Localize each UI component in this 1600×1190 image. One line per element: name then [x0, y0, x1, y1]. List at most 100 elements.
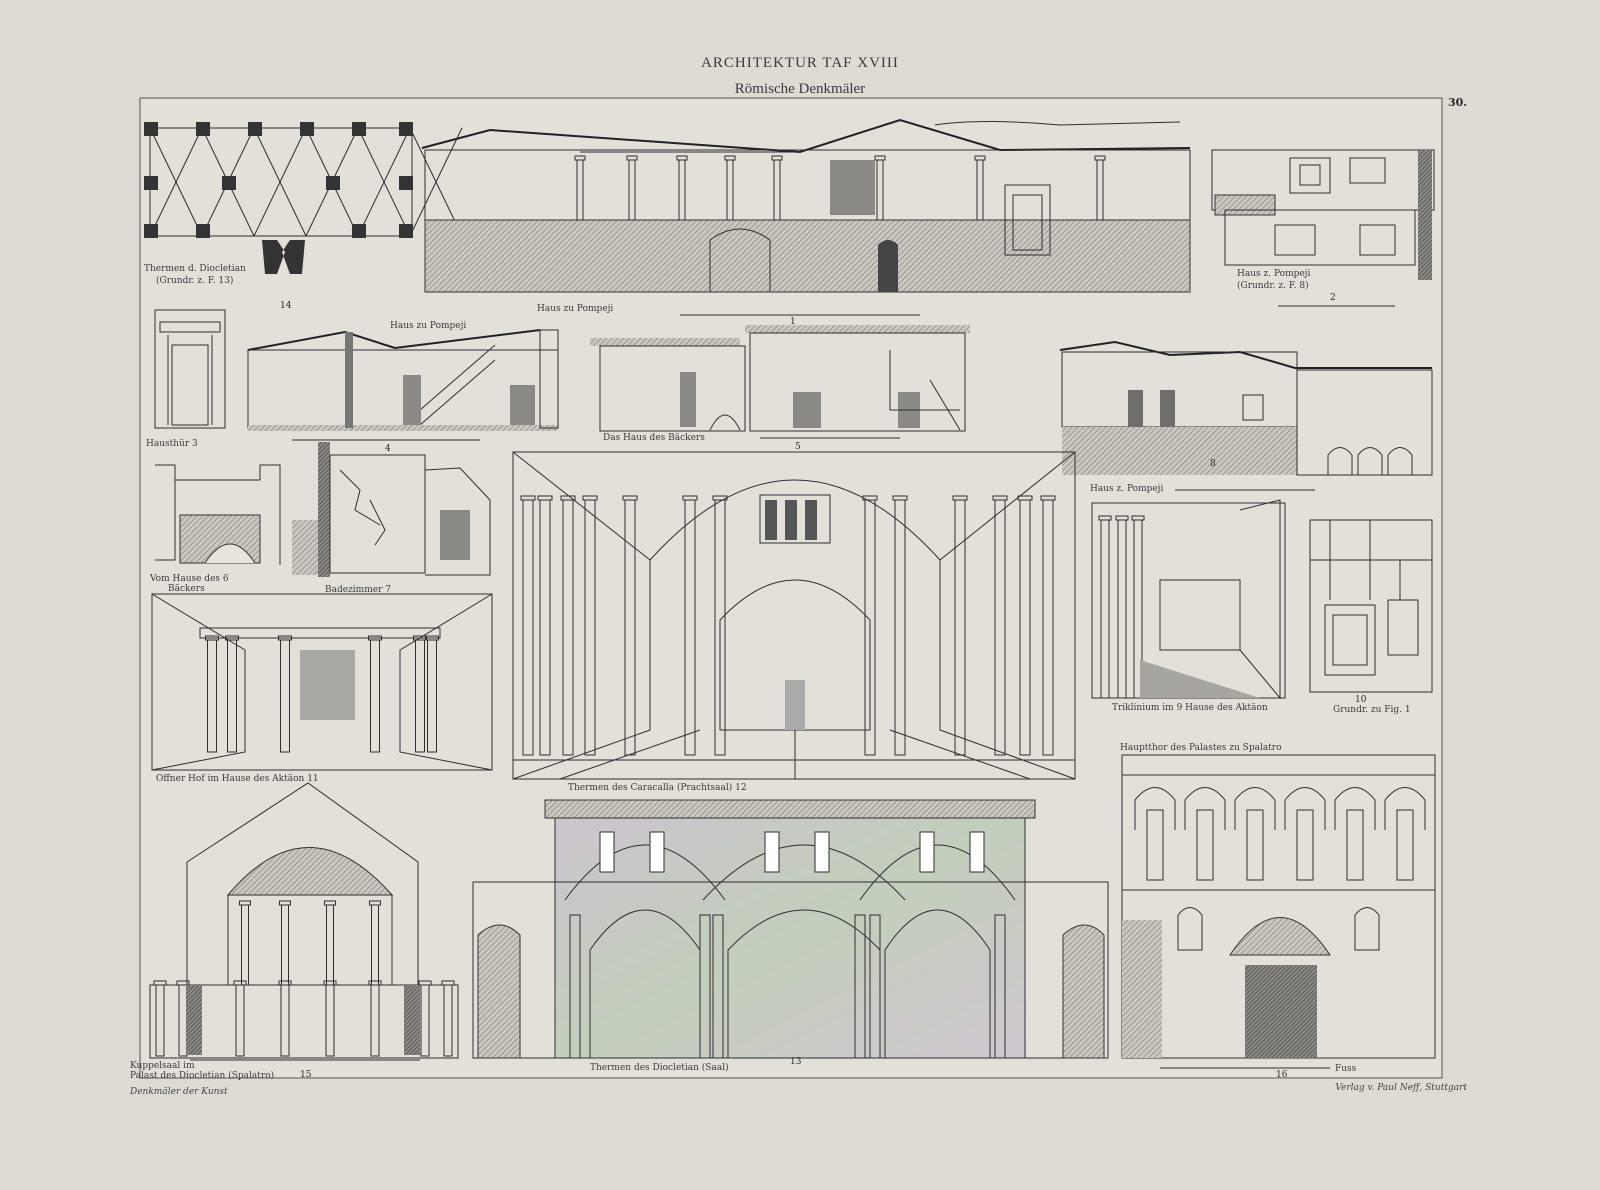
- column-capital: [992, 495, 1008, 501]
- caption: Kuppelsaal im: [130, 1061, 195, 1071]
- column-capital: [582, 495, 598, 501]
- pier: [399, 224, 413, 238]
- column-capital: [537, 495, 553, 501]
- arch: [1284, 787, 1326, 830]
- column-capital: [676, 155, 688, 161]
- column-capital: [1040, 495, 1056, 501]
- column-capital: [724, 155, 736, 161]
- caption: Haus zu Pompeji: [537, 304, 613, 314]
- window: [814, 831, 830, 873]
- figure-12-thermen-des-caracalla: Thermen des Caracalla (Prachtsaal) 12: [512, 451, 1076, 793]
- window: [764, 831, 780, 873]
- caption: Haus z. Pompeji: [1237, 269, 1310, 279]
- column-capital: [413, 635, 427, 641]
- column-capital: [279, 900, 291, 906]
- window: [969, 831, 985, 873]
- pier: [300, 122, 314, 136]
- caption: Das Haus des Bäckers: [603, 433, 705, 443]
- pier: [248, 122, 262, 136]
- grid-line: [409, 127, 463, 237]
- caption: Badezimmer 7: [325, 585, 391, 595]
- caption: Triklinium im 9 Hause des Aktäon: [1112, 703, 1268, 713]
- column-capital: [771, 155, 783, 161]
- plate-title: ARCHITEKTUR TAF XVIII: [701, 55, 899, 71]
- pier: [196, 122, 210, 136]
- figure-9-triklinium: Triklinium im 9 Hause des Aktäon: [1091, 499, 1286, 713]
- arch: [1384, 787, 1426, 830]
- caption: Thermen des Caracalla (Prachtsaal) 12: [568, 782, 747, 793]
- arch: [589, 909, 701, 1058]
- column-capital: [441, 980, 455, 986]
- column: [699, 914, 711, 1059]
- figure-number: 5: [795, 442, 801, 452]
- window: [599, 831, 615, 873]
- caption: Hausthür 3: [146, 439, 198, 449]
- column-capital: [153, 980, 167, 986]
- window: [919, 831, 935, 873]
- figure-6-vom-hause-des-baeckers: Vom Hause des 6 Bäckers: [149, 464, 281, 594]
- figure-number: 16: [1276, 1070, 1288, 1080]
- figure-number: 13: [790, 1057, 802, 1067]
- column: [712, 914, 724, 1059]
- figure-10-grundriss: 10 Grundr. zu Fig. 1: [1309, 519, 1433, 715]
- column: [854, 914, 866, 1059]
- column: [994, 914, 1006, 1059]
- page-number: 30.: [1448, 96, 1467, 109]
- figure-13-thermen-des-diocletian: Thermen des Diocletian (Saal) 13: [472, 799, 1109, 1073]
- column-capital: [560, 495, 576, 501]
- column-capital: [1098, 515, 1112, 521]
- figure-number: 15: [300, 1070, 312, 1080]
- caption: (Grundr. z. F. 8): [1237, 280, 1309, 291]
- figure-8-haus-section: 8 Haus z. Pompeji: [1059, 340, 1433, 494]
- caption: Haus zu Pompeji: [390, 321, 466, 331]
- footer-right: Verlag v. Paul Neff, Stuttgart: [1335, 1083, 1467, 1093]
- pier: [352, 224, 366, 238]
- column-capital: [425, 635, 439, 641]
- arch: [1134, 787, 1176, 830]
- upper-arch: [859, 844, 1016, 901]
- arch: [1334, 787, 1376, 830]
- column-capital: [225, 635, 239, 641]
- niche: [1196, 809, 1214, 881]
- figure-16-hauptthor: Hauptthor des Palastes zu Spalatro Fuss …: [1120, 743, 1436, 1080]
- column-capital: [520, 495, 536, 501]
- figure-number: 14: [280, 301, 292, 311]
- figure-number: 8: [1210, 459, 1216, 469]
- figure-number: 10: [1355, 695, 1367, 705]
- column: [569, 914, 581, 1059]
- arch: [727, 909, 881, 1058]
- figure-2-haus-plan: Haus z. Pompeji (Grundr. z. F. 8) 2: [1211, 149, 1435, 307]
- pier: [196, 224, 210, 238]
- column-capital: [233, 980, 247, 986]
- column-capital: [205, 635, 219, 641]
- plate-subtitle: Römische Denkmäler: [735, 81, 865, 97]
- arch: [1184, 787, 1226, 830]
- column-capital: [682, 495, 698, 501]
- caption: Offner Hof im Hause des Aktäon 11: [156, 774, 319, 784]
- scale-unit: Fuss: [1335, 1064, 1357, 1074]
- figure-7-badezimmer: Badezimmer 7: [292, 442, 491, 595]
- window: [649, 831, 665, 873]
- pier: [144, 176, 158, 190]
- column-capital: [176, 980, 190, 986]
- column-capital: [368, 635, 382, 641]
- caption: Hauptthor des Palastes zu Spalatro: [1120, 743, 1282, 753]
- column-capital: [1131, 515, 1145, 521]
- arch: [884, 909, 991, 1058]
- column-capital: [418, 980, 432, 986]
- column-capital: [324, 900, 336, 906]
- figure-4-haus-section: Haus zu Pompeji 4: [247, 321, 559, 454]
- column-capital: [1017, 495, 1033, 501]
- pier: [144, 122, 158, 136]
- caption: Bäckers: [168, 584, 205, 594]
- column-capital: [952, 495, 968, 501]
- footer-left: Denkmäler der Kunst: [129, 1087, 228, 1097]
- pier: [399, 176, 413, 190]
- column-capital: [239, 900, 251, 906]
- column-capital: [892, 495, 908, 501]
- niche: [1296, 809, 1314, 881]
- column: [869, 914, 881, 1059]
- caption: Thermen des Diocletian (Saal): [590, 1062, 729, 1073]
- pier: [352, 122, 366, 136]
